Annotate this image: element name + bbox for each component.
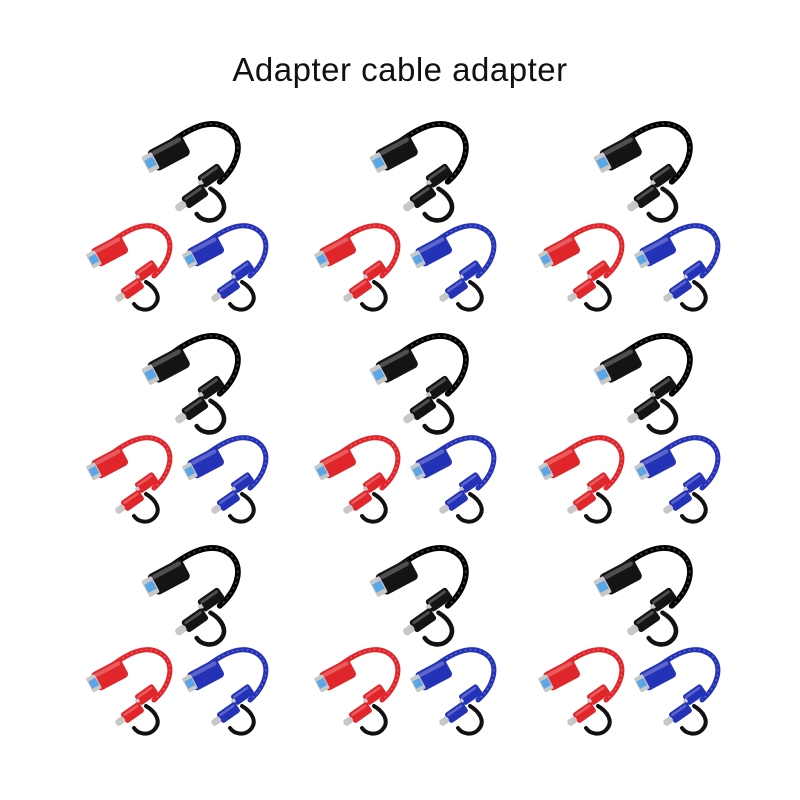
adapter-illustration bbox=[314, 545, 497, 736]
adapter-set-1-1 bbox=[62, 112, 282, 326]
red-adapter bbox=[314, 647, 401, 736]
black-adapter bbox=[369, 333, 469, 435]
red-adapter bbox=[538, 223, 625, 312]
adapter-set-3-1 bbox=[62, 536, 282, 750]
blue-adapter bbox=[410, 223, 497, 312]
adapter-illustration bbox=[86, 545, 269, 736]
black-adapter bbox=[369, 545, 469, 647]
black-adapter bbox=[593, 333, 693, 435]
black-adapter bbox=[593, 545, 693, 647]
black-adapter bbox=[141, 333, 241, 435]
adapter-illustration bbox=[314, 333, 497, 524]
black-adapter bbox=[141, 545, 241, 647]
blue-adapter bbox=[410, 435, 497, 524]
red-adapter bbox=[86, 223, 173, 312]
adapter-illustration bbox=[538, 333, 721, 524]
blue-adapter bbox=[410, 647, 497, 736]
red-adapter bbox=[538, 647, 625, 736]
blue-adapter bbox=[634, 223, 721, 312]
red-adapter bbox=[86, 435, 173, 524]
blue-adapter bbox=[634, 435, 721, 524]
adapter-illustration bbox=[538, 545, 721, 736]
adapter-illustration bbox=[86, 333, 269, 524]
adapter-set-1-2 bbox=[290, 112, 510, 326]
adapter-set-2-3 bbox=[514, 324, 734, 538]
red-adapter bbox=[314, 435, 401, 524]
adapter-illustration bbox=[86, 121, 269, 312]
adapter-illustration bbox=[314, 121, 497, 312]
red-adapter bbox=[86, 647, 173, 736]
adapter-set-2-2 bbox=[290, 324, 510, 538]
adapter-set-2-1 bbox=[62, 324, 282, 538]
red-adapter bbox=[538, 435, 625, 524]
black-adapter bbox=[141, 121, 241, 223]
black-adapter bbox=[369, 121, 469, 223]
red-adapter bbox=[314, 223, 401, 312]
page-title: Adapter cable adapter bbox=[232, 51, 568, 88]
blue-adapter bbox=[634, 647, 721, 736]
adapter-set-1-3 bbox=[514, 112, 734, 326]
black-adapter bbox=[593, 121, 693, 223]
blue-adapter bbox=[182, 223, 269, 312]
adapter-grid bbox=[62, 112, 738, 762]
blue-adapter bbox=[182, 435, 269, 524]
adapter-set-3-2 bbox=[290, 536, 510, 750]
adapter-set-3-3 bbox=[514, 536, 734, 750]
blue-adapter bbox=[182, 647, 269, 736]
adapter-illustration bbox=[538, 121, 721, 312]
